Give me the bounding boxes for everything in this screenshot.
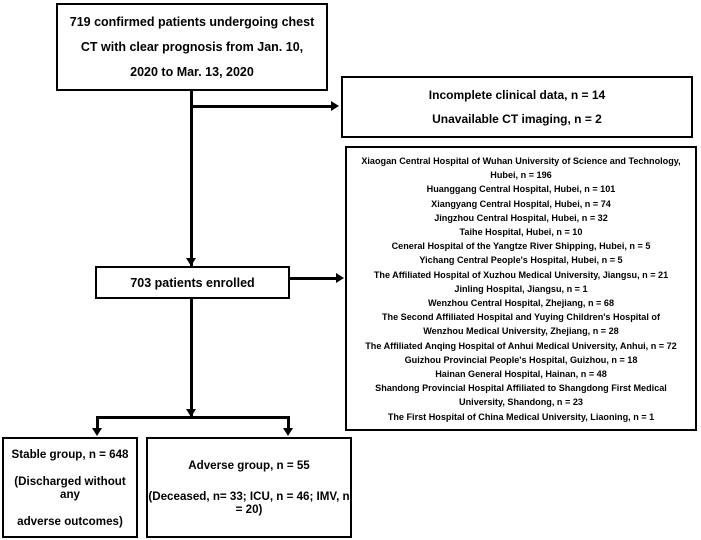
node-contributing-hospitals: Xiaogan Central Hospital of Wuhan Univer… — [345, 146, 697, 431]
connector-screened-to-enrolled — [190, 91, 193, 266]
hospital-line: Hubei, n = 196 — [490, 170, 552, 181]
hospital-line: Yichang Central People's Hospital, Hubei… — [419, 255, 623, 266]
hospital-line: Xiaogan Central Hospital of Wuhan Univer… — [361, 156, 681, 166]
connector-split-to-stable — [96, 416, 99, 431]
enrolled-line-1: 703 patients enrolled — [130, 275, 255, 290]
excluded-line-2: Unavailable CT imaging, n = 2 — [432, 112, 602, 126]
connector-split-to-adverse — [287, 416, 290, 431]
hospital-line: The First Hospital of China Medical Univ… — [387, 411, 655, 422]
hospital-line: Hainan General Hospital, Hainan, n = 48 — [435, 369, 607, 380]
arrowhead-adverse — [283, 428, 293, 436]
connector-enrolled-to-hospitals — [290, 277, 337, 280]
excluded-line-1: Incomplete clinical data, n = 14 — [428, 88, 606, 102]
arrowhead-enrolled — [186, 258, 196, 266]
hospital-line: Xiangyang Central Hospital, Hubei, n = 7… — [431, 198, 611, 209]
hospital-line: Jingzhou Central Hospital, Hubei, n = 32 — [434, 212, 608, 223]
hospital-line: Taihe Hospital, Hubei, n = 10 — [459, 227, 583, 238]
node-excluded-patients: Incomplete clinical data, n = 14 Unavail… — [341, 76, 693, 138]
screened-line-1: 719 confirmed patients undergoing chest — [69, 15, 315, 29]
stable-line-3: adverse outcomes) — [17, 514, 123, 528]
hospital-line: Huanggang Central Hospital, Hubei, n = 1… — [426, 184, 616, 195]
arrowhead-excluded — [331, 101, 339, 111]
screened-line-3: 2020 to Mar. 13, 2020 — [130, 65, 254, 79]
hospital-line: Wenzhou Medical University, Zhejiang, n … — [423, 326, 619, 337]
stable-line-1: Stable group, n = 648 — [11, 447, 129, 461]
hospital-line: The Second Affiliated Hospital and Yuyin… — [381, 312, 661, 323]
hospital-line: The Affiliated Anqing Hospital of Anhui … — [365, 340, 677, 351]
stable-line-2: (Discharged without any — [14, 474, 126, 501]
hospital-line: The Affiliated Hospital of Xuzhou Medica… — [373, 269, 669, 280]
node-adverse-group: Adverse group, n = 55 (Deceased, n= 33; … — [146, 437, 352, 538]
hospital-line: Ceneral Hospital of the Yangtze River Sh… — [391, 241, 651, 252]
connector-split-bar — [96, 416, 290, 419]
node-stable-group: Stable group, n = 648 (Discharged withou… — [2, 437, 138, 538]
arrowhead-stable — [92, 428, 102, 436]
hospital-line: Shandong Provincial Hospital Affiliated … — [375, 383, 667, 394]
hospital-line: Guizhou Provincial People's Hospital, Gu… — [404, 354, 638, 365]
adverse-line-1: Adverse group, n = 55 — [188, 459, 310, 472]
hospital-line: Wenzhou Central Hospital, Zhejiang, n = … — [427, 298, 615, 309]
connector-screened-to-excluded — [190, 105, 333, 108]
hospital-line: University, Shandong, n = 23 — [459, 397, 583, 408]
screened-line-2: CT with clear prognosis from Jan. 10, — [80, 40, 304, 54]
node-screened-cohort: 719 confirmed patients undergoing chest … — [56, 3, 328, 91]
hospital-line: Jinling Hospital, Jiangsu, n = 1 — [454, 283, 588, 294]
connector-enrolled-to-split — [190, 299, 193, 416]
arrowhead-split-center — [186, 409, 196, 417]
arrowhead-hospitals — [336, 273, 344, 283]
adverse-line-2: (Deceased, n= 33; ICU, n = 46; IMV, n = … — [148, 490, 350, 516]
node-enrolled-cohort: 703 patients enrolled — [95, 266, 290, 299]
